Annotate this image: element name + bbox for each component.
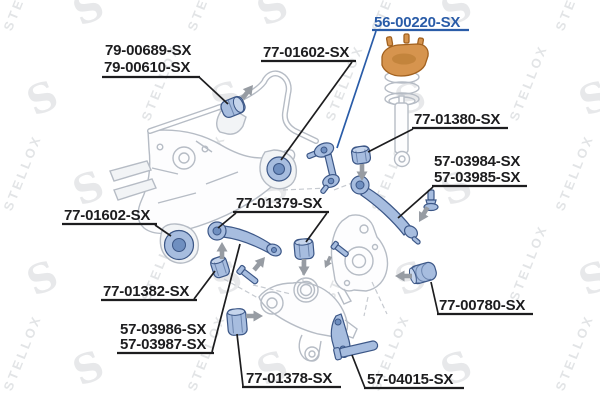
stabilizer-bushing-part bbox=[220, 96, 246, 118]
part-label-subframe-bushing-left: 77-01602-SX bbox=[64, 207, 150, 224]
part-label-rear-upper-arm-a: 57-03984-SX bbox=[434, 153, 520, 170]
part-label-front-arm-kit-b: 57-03987-SX bbox=[120, 336, 206, 353]
ball-stud-part bbox=[423, 189, 439, 212]
part-label-stabilizer-link[interactable]: 56-00220-SX bbox=[374, 14, 461, 31]
leader-stabilizer-link bbox=[336, 30, 377, 149]
stabilizer-link-part bbox=[306, 142, 340, 194]
front-upper-arm-part bbox=[207, 221, 282, 257]
part-label-knuckle-bushing: 77-00780-SX bbox=[439, 297, 525, 314]
part-label-shock-mount-bushing: 77-01380-SX bbox=[414, 111, 500, 128]
knuckle-bolt-part bbox=[330, 240, 349, 258]
strut-top-mount bbox=[381, 33, 429, 77]
label-underlines bbox=[62, 28, 533, 390]
part-label-stabilizer-bushing-a: 79-00689-SX bbox=[105, 42, 191, 59]
part-label-front-upper-arm: 77-01379-SX bbox=[236, 195, 322, 212]
leader-lines bbox=[154, 30, 439, 389]
arm-bolt-part bbox=[236, 264, 259, 285]
arm-bushing-part bbox=[210, 255, 230, 279]
shock-bushing-part bbox=[350, 145, 372, 165]
knuckle-bushing-part bbox=[408, 261, 437, 285]
part-label-integral-link: 57-04015-SX bbox=[367, 371, 453, 388]
part-label-arm-bushing: 77-01382-SX bbox=[103, 283, 189, 300]
subframe-bushing-top-part bbox=[266, 156, 292, 182]
part-label-stabilizer-bushing-b: 79-00610-SX bbox=[104, 59, 190, 76]
part-label-lower-arm-bushing: 77-01378-SX bbox=[246, 370, 332, 387]
front-arm-rear-bushing-part bbox=[293, 238, 315, 260]
lower-arm-bushing-part bbox=[226, 308, 248, 336]
knuckle-drawing bbox=[330, 214, 389, 305]
lower-arm-drawing bbox=[258, 277, 358, 362]
part-label-subframe-bushing-top: 77-01602-SX bbox=[263, 44, 349, 61]
part-label-rear-upper-arm-b: 57-03985-SX bbox=[434, 169, 520, 186]
subframe-bushing-left-part bbox=[163, 229, 195, 261]
rear-upper-arm-part bbox=[350, 175, 421, 245]
part-label-front-arm-kit-a: 57-03986-SX bbox=[120, 321, 206, 338]
shock-absorber-drawing bbox=[381, 33, 429, 168]
pivot-pin-part bbox=[333, 340, 379, 361]
stabilizer-bar-drawing bbox=[147, 70, 319, 144]
